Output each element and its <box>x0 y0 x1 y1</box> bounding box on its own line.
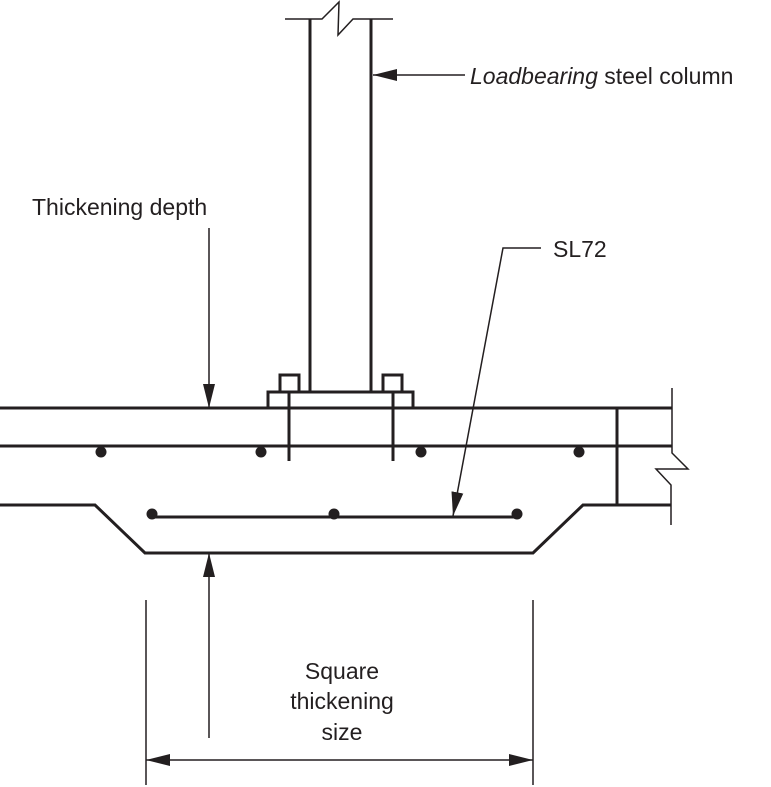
thickening-profile <box>0 503 671 555</box>
slab-break-line <box>654 388 690 525</box>
column-label: Loadbearing steel column <box>470 63 733 89</box>
mesh-label: SL72 <box>553 236 607 262</box>
rebar <box>328 508 340 520</box>
rebar <box>573 446 585 458</box>
rebar <box>511 508 523 520</box>
size-label-line2: thickening <box>290 688 394 714</box>
rebar <box>415 446 427 458</box>
steel-column <box>266 0 415 461</box>
mesh-leader-arrow <box>451 247 541 517</box>
rebar <box>95 446 107 458</box>
floor-slab <box>0 388 690 555</box>
thickening-depth-label: Thickening depth <box>32 194 207 220</box>
rebar <box>146 508 158 520</box>
size-label-line1: Square <box>305 658 379 684</box>
bolt-nut-right <box>381 373 404 394</box>
column-label-italic: Loadbearing <box>470 63 598 89</box>
size-label-line3: size <box>322 719 363 745</box>
bolt-nut-left <box>278 373 301 394</box>
rebar <box>255 446 267 458</box>
column-break-line <box>285 0 393 37</box>
column-label-rest: steel column <box>598 63 734 89</box>
